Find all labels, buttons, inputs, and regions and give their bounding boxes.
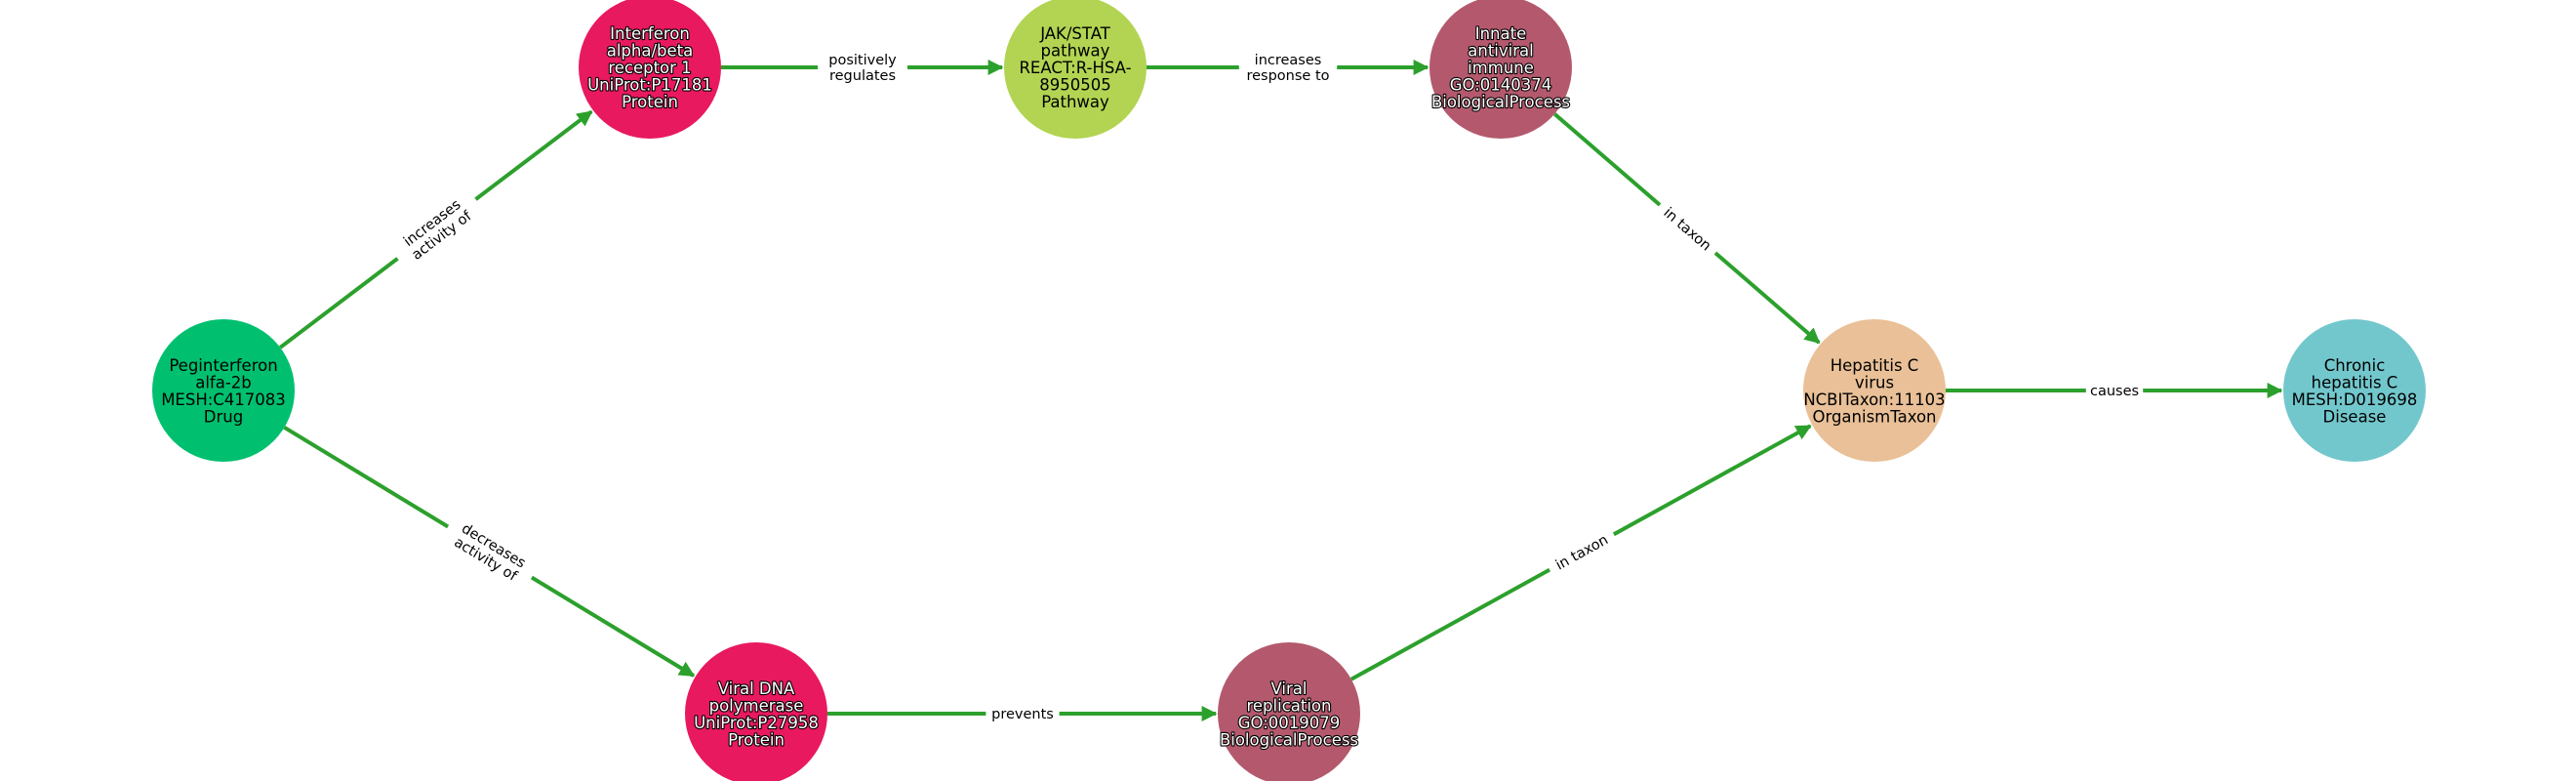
node-label-line: GO:0019079	[1238, 714, 1341, 732]
edge-label-background	[438, 512, 542, 593]
edge-label-background	[386, 185, 487, 273]
node-label-line: receptor 1	[608, 59, 691, 77]
node-label-line: BiologicalProcess	[1431, 93, 1570, 111]
node-label-line: OrganismTaxon	[1812, 407, 1936, 426]
node-label-line: NCBITaxon:11103	[1803, 390, 1945, 409]
node-label-line: GO:0140374	[1450, 76, 1552, 95]
node-label-line: JAK/STAT	[1039, 24, 1111, 43]
node-label-line: virus	[1855, 373, 1894, 391]
node-label-line: Interferon	[610, 24, 690, 43]
edge-label-background	[1653, 197, 1722, 261]
node-label-line: pathway	[1041, 42, 1110, 61]
edge-decreases-activity-of-label: decreasesactivity of	[438, 512, 542, 593]
node-label-line: Disease	[2323, 407, 2387, 426]
node-label-line: BiologicalProcess	[1220, 730, 1358, 749]
edge-label-text: decreasesactivity of	[451, 521, 529, 586]
edge-label-line: in taxon	[1660, 205, 1713, 254]
node-label-line: Peginterferon	[169, 356, 277, 375]
node-circle	[152, 319, 295, 462]
edge-label-background	[1545, 525, 1619, 579]
node-label-line: hepatitis C	[2312, 373, 2398, 391]
node-label-line: MESH:C417083	[161, 390, 286, 409]
edge-label-line: positively	[828, 53, 897, 68]
node-label-line: 8950505	[1039, 76, 1111, 95]
node-label-line: REACT:R-HSA-	[1019, 59, 1131, 77]
node-label-line: antiviral	[1468, 42, 1533, 61]
node-label-line: Viral DNA	[718, 679, 795, 698]
edges-layer	[278, 60, 2283, 721]
node-label-line: Pathway	[1041, 93, 1109, 111]
edge-label-background	[2085, 381, 2144, 400]
edge-label-text: prevents	[991, 707, 1054, 722]
node-label-line: alpha/beta	[607, 42, 694, 61]
edge-label-line: prevents	[991, 707, 1054, 722]
edge-in-taxon-replication-label: in taxon	[1545, 525, 1619, 579]
edge-label-background	[818, 50, 907, 85]
edge-prevents-label: prevents	[986, 704, 1060, 723]
node-label-line: Viral	[1271, 679, 1308, 698]
node-label-line: UniProt:P17181	[587, 76, 712, 95]
edge-label-line: regulates	[829, 68, 896, 84]
node-label-line: alfa-2b	[195, 373, 252, 391]
edge-label-line: response to	[1246, 68, 1329, 84]
node-circle	[1004, 0, 1147, 139]
node-label-line: Protein	[622, 93, 678, 111]
node-label-line: Hepatitis C	[1831, 356, 1919, 375]
node-label-line: Chronic	[2324, 356, 2386, 375]
edge-label-text: causes	[2090, 384, 2139, 399]
node-label-line: MESH:D019698	[2292, 390, 2418, 409]
edge-causes-label: causes	[2085, 381, 2144, 400]
node-label-line: Drug	[204, 407, 243, 426]
node-circle	[579, 0, 721, 139]
node-label-line: polymerase	[709, 696, 804, 715]
node-circle	[1803, 319, 1946, 462]
node-label-line: Protein	[728, 730, 785, 749]
edge-label-background	[986, 704, 1060, 723]
edge-label-line: increases	[1255, 53, 1322, 68]
node-circle	[2283, 319, 2426, 462]
edge-label-text: in taxon	[1660, 205, 1713, 254]
edge-increases-activity-of-label: increasesactivity of	[386, 185, 487, 273]
node-label-line: UniProt:P27958	[694, 714, 819, 732]
edge-in-taxon-innate-label: in taxon	[1653, 197, 1722, 261]
edge-label-background	[1238, 50, 1338, 85]
edge-label-line: causes	[2090, 384, 2139, 399]
node-circle	[685, 642, 827, 781]
node-circle	[1218, 642, 1360, 781]
node-label-line: Innate	[1475, 24, 1527, 43]
node-label-line: replication	[1246, 696, 1331, 715]
node-circle	[1429, 0, 1572, 139]
node-label-line: immune	[1468, 59, 1534, 77]
